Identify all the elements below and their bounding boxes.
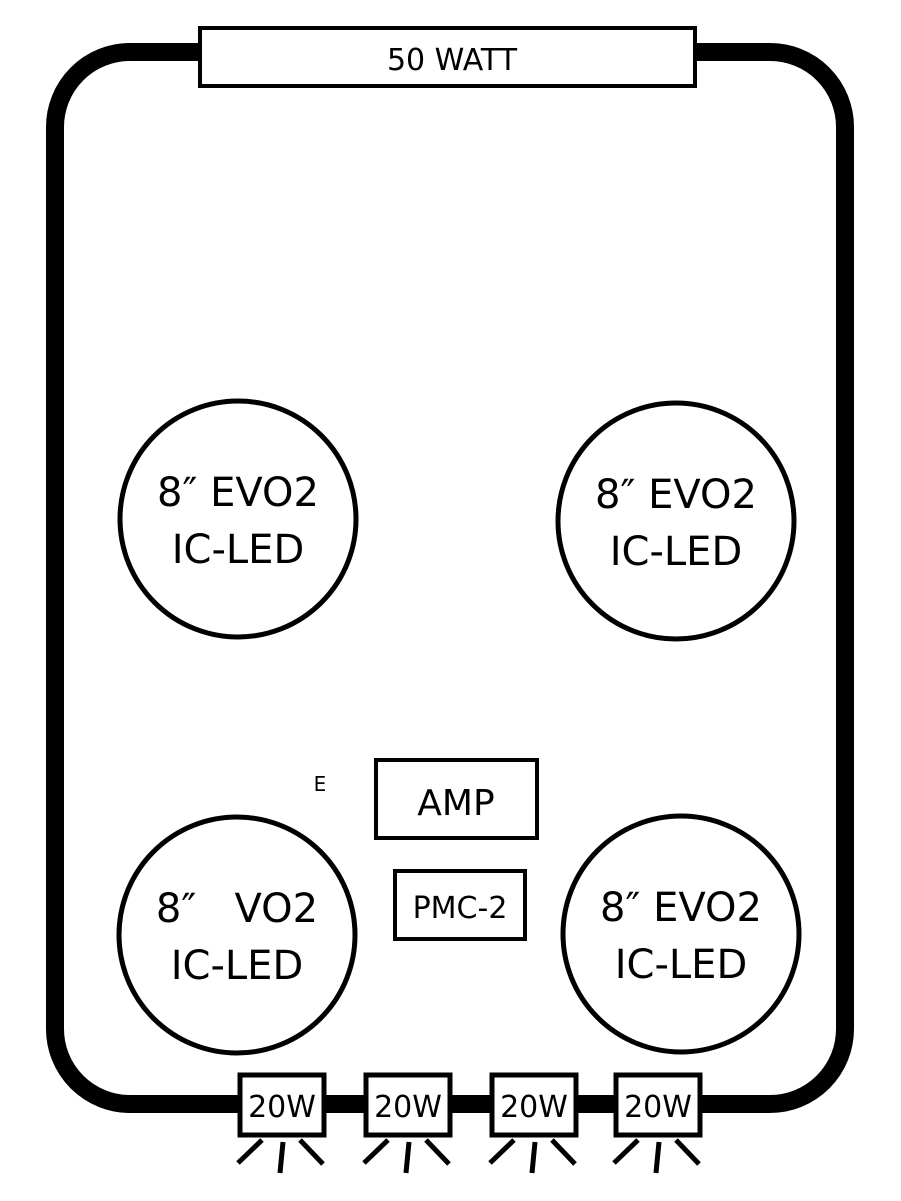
speaker-type-label: IC-LED [171, 943, 304, 989]
pmc-module: PMC-2 [393, 869, 527, 941]
light-wattage-label: 20W [624, 1090, 692, 1125]
wattage-header: 50 WATT [198, 26, 697, 88]
wattage-header-label: 50 WATT [387, 43, 518, 78]
light-wattage-label: 20W [248, 1090, 316, 1125]
light-rays-icon [236, 1138, 325, 1174]
small-mark: E [314, 772, 327, 796]
speaker-type-label: IC-LED [610, 529, 743, 575]
light-rays-icon [488, 1138, 577, 1174]
light-4: 20W [612, 1072, 703, 1174]
speaker-bottom-right: 8″ EVO2 IC-LED [560, 813, 802, 1055]
speaker-bottom-left: 8″ VO2 IC-LED [116, 814, 358, 1056]
amp-label: AMP [417, 783, 494, 824]
speaker-type-label: IC-LED [615, 942, 748, 988]
light-rays-icon [362, 1138, 451, 1174]
pmc-label: PMC-2 [413, 891, 508, 926]
light-wattage-label: 20W [500, 1090, 568, 1125]
speaker-model-label: 8″ VO2 [156, 886, 318, 932]
speaker-top-left: 8″ EVO2 IC-LED [117, 398, 359, 640]
light-2: 20W [362, 1072, 453, 1174]
speaker-model-label: 8″ EVO2 [595, 472, 757, 518]
light-wattage-label: 20W [374, 1090, 442, 1125]
speaker-model-label: 8″ EVO2 [600, 885, 762, 931]
light-1: 20W [236, 1072, 327, 1174]
speaker-type-label: IC-LED [172, 527, 305, 573]
light-3: 20W [488, 1072, 579, 1174]
amp-module: AMP [374, 758, 539, 840]
speaker-model-label: 8″ EVO2 [157, 470, 319, 516]
speaker-top-right: 8″ EVO2 IC-LED [555, 400, 797, 642]
light-rays-icon [612, 1138, 701, 1174]
